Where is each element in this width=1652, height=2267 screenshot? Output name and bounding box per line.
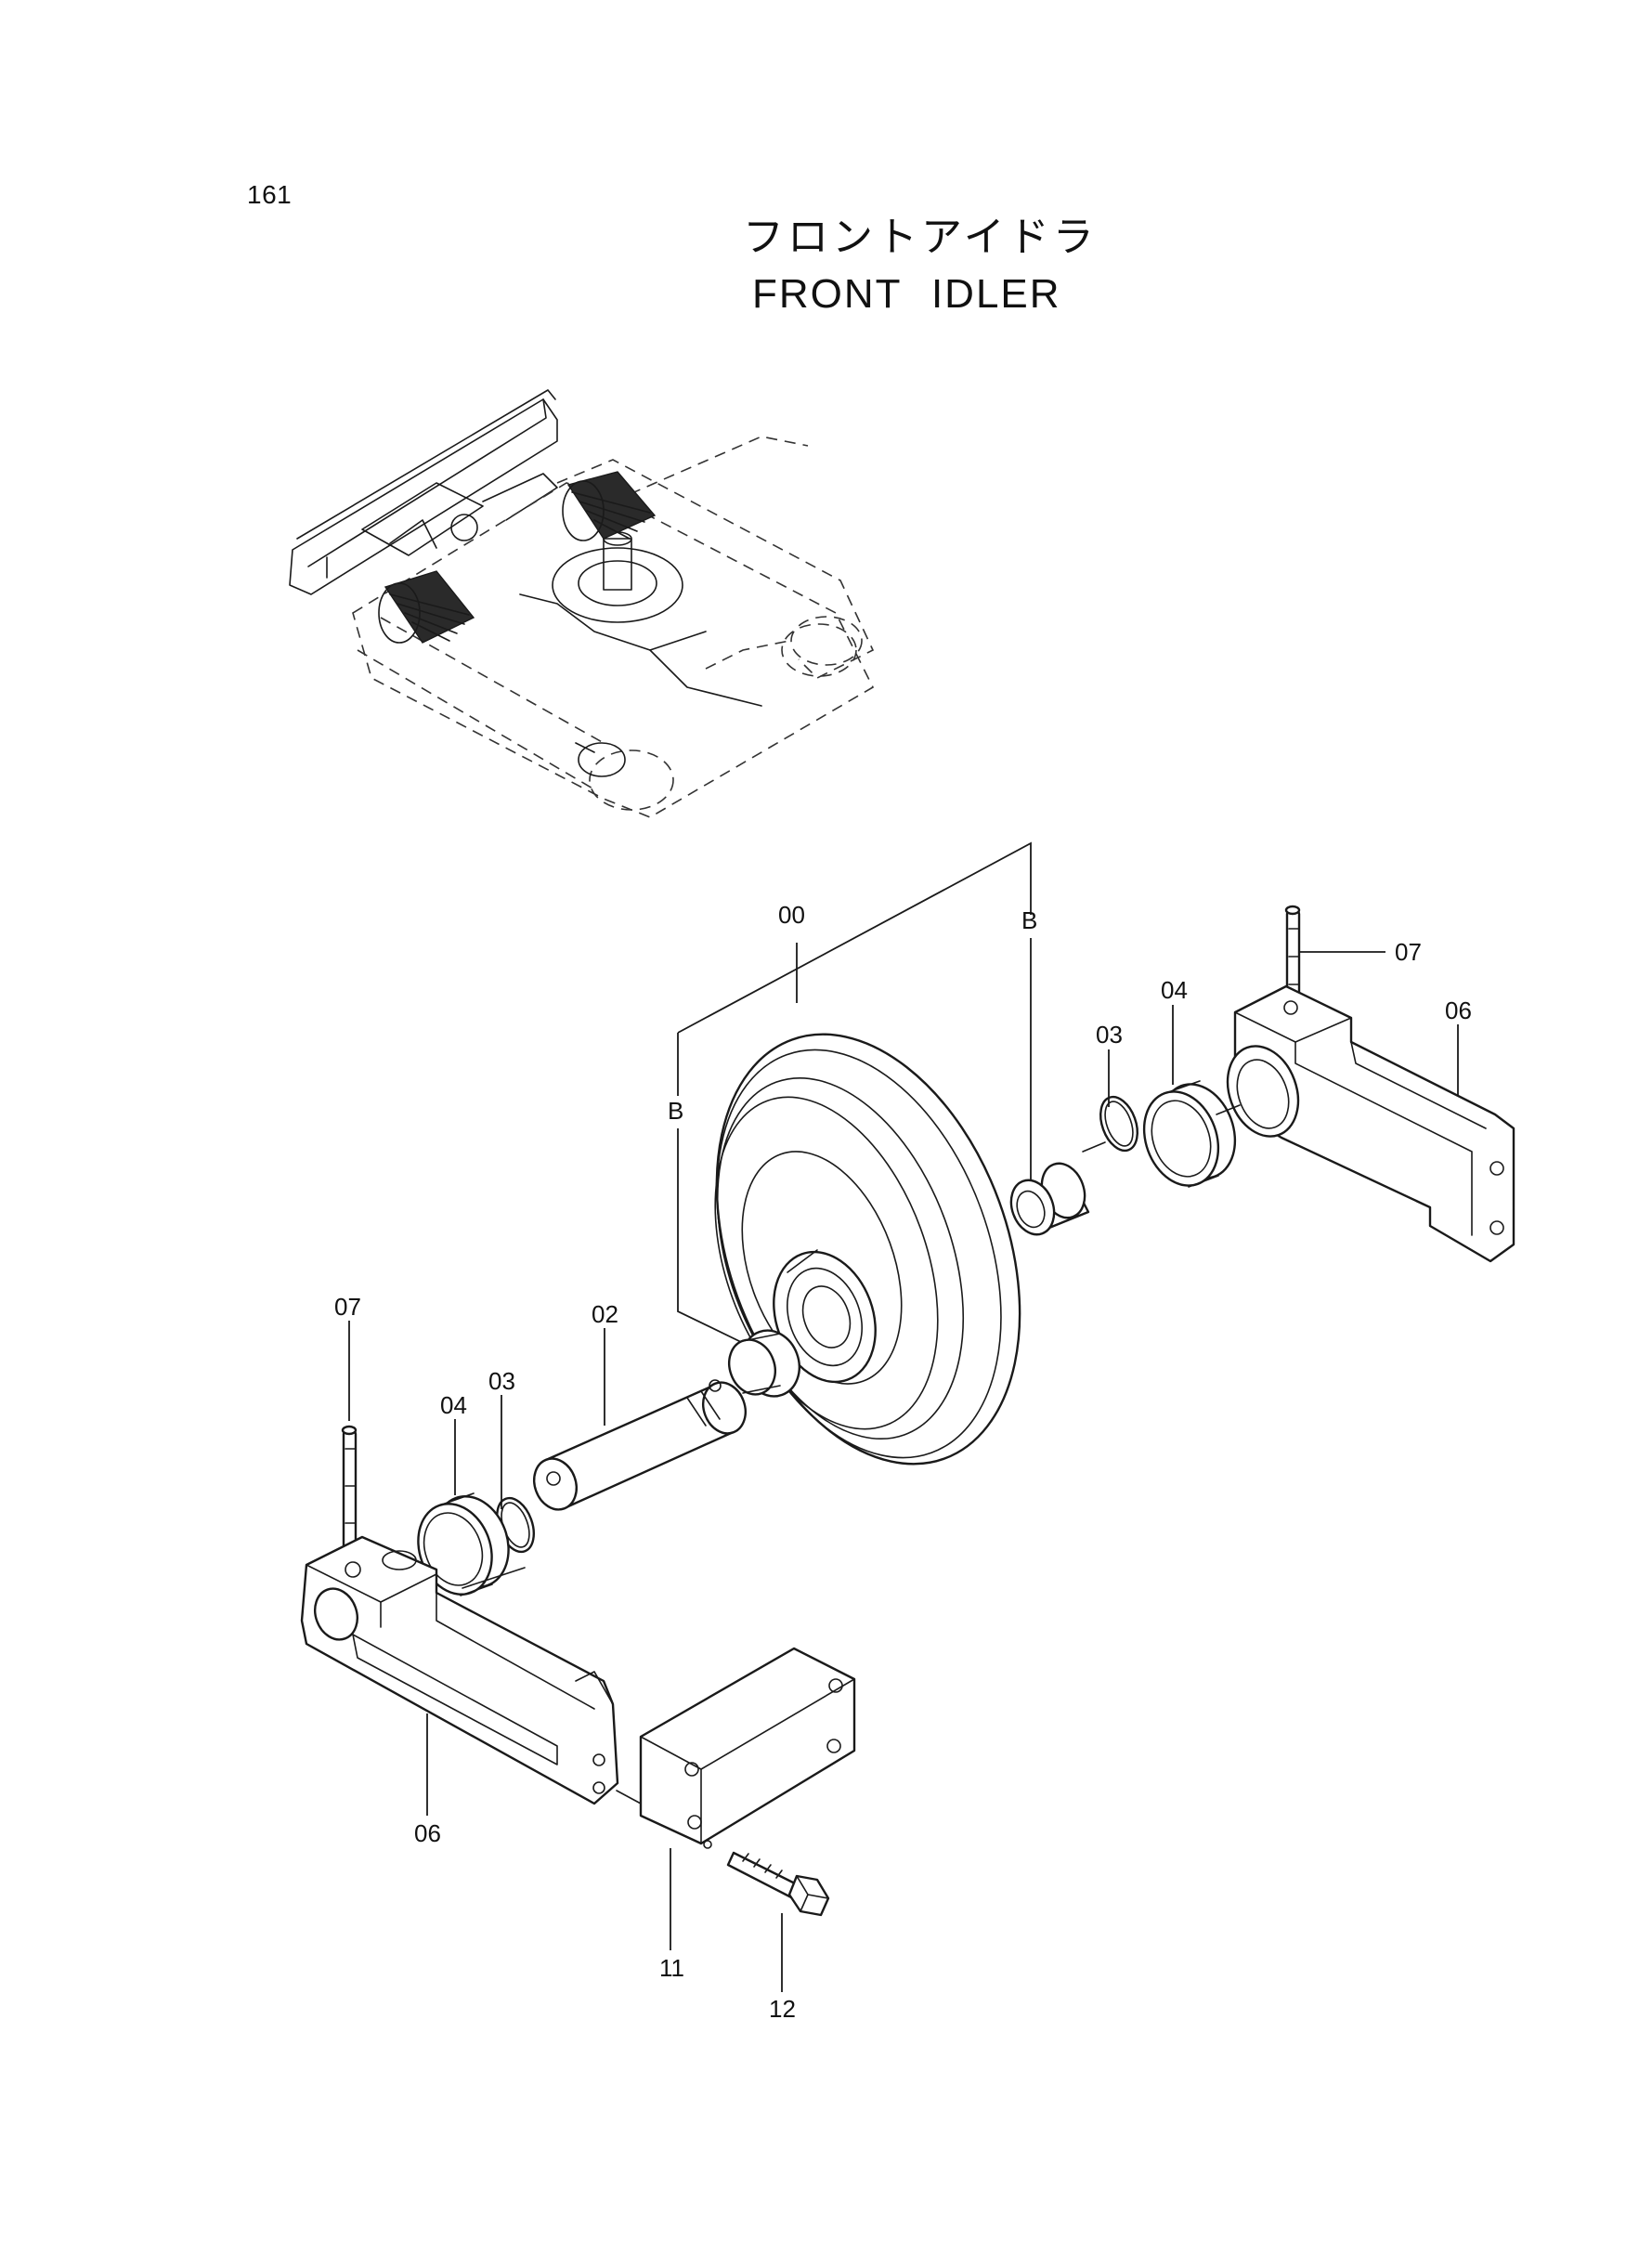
callout-label-03-right: 03 (1096, 1021, 1123, 1049)
callout-label-04-right: 04 (1161, 976, 1188, 1004)
front-idler-assembly-icon (714, 1033, 1021, 1466)
floating-seal-icon (1142, 1080, 1237, 1188)
callout-label-04-left: 04 (440, 1391, 467, 1419)
o-ring-icon (1099, 1095, 1138, 1153)
callout-label-06-left: 06 (414, 1819, 441, 1847)
callout-label-07-right: 07 (1395, 938, 1422, 966)
undercarriage-overview-icon (289, 389, 875, 818)
block-icon (616, 1647, 856, 1845)
callout-label-07-left: 07 (334, 1293, 361, 1321)
pin-icon (1284, 905, 1301, 997)
shaft-icon (533, 1379, 747, 1511)
highlighted-idler-left-icon (378, 570, 475, 644)
callout-label-12: 12 (769, 1995, 796, 2023)
bolt-icon (703, 1840, 830, 1917)
bracket-icon (300, 1535, 619, 1805)
callout-label-11: 11 (659, 1954, 684, 1982)
highlighted-idler-right-icon (562, 471, 657, 541)
callout-label-b-top: B (1021, 906, 1037, 934)
page-number: 161 (247, 180, 293, 209)
page-title-japanese: フロントアイドラ (743, 214, 1098, 261)
callout-00-bracket (677, 841, 1032, 1034)
callout-label-06-right: 06 (1445, 997, 1472, 1024)
pin-icon (341, 1425, 358, 1551)
callout-label-02: 02 (592, 1300, 618, 1328)
bracket-icon (1226, 984, 1515, 1263)
bushing-icon (1009, 1162, 1090, 1236)
callout-label-03-left: 03 (488, 1367, 515, 1395)
callout-label-b-left: B (668, 1097, 683, 1125)
callout-label-00: 00 (778, 901, 805, 929)
page-title: FRONT IDLER (752, 271, 1061, 317)
